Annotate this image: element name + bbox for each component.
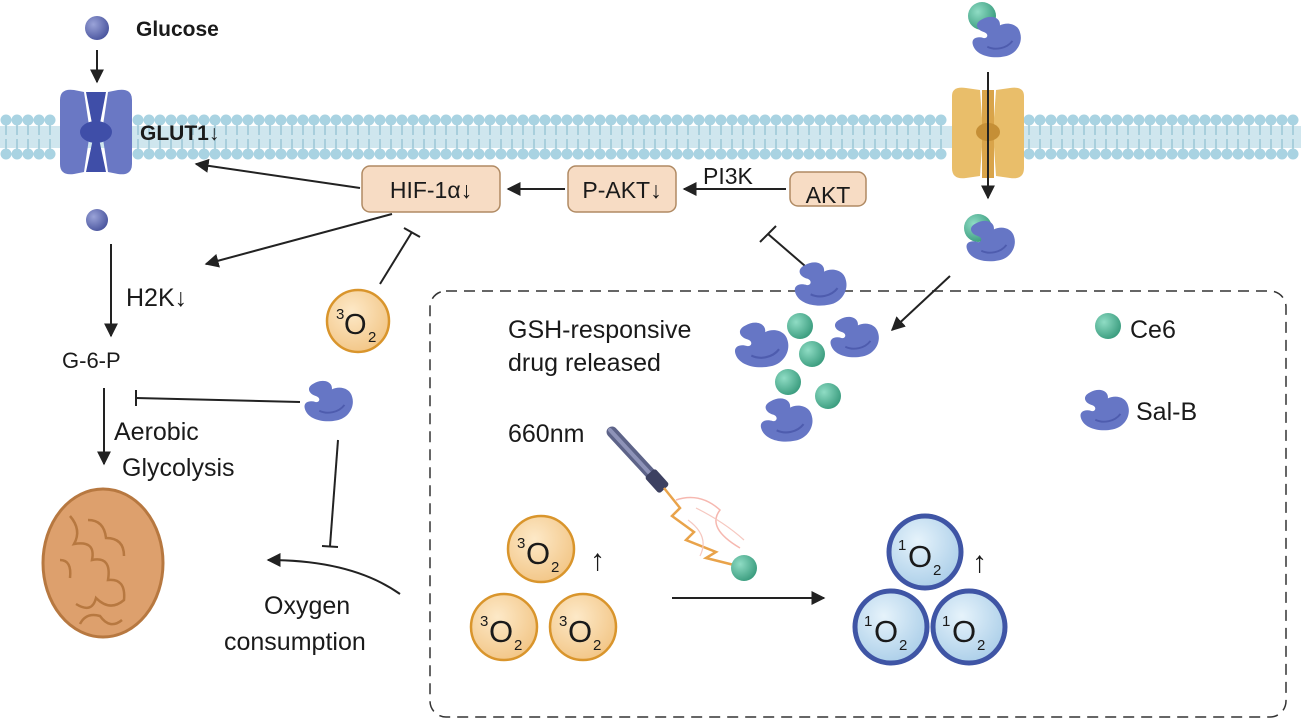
inhibit-salb-to-akt xyxy=(759,225,813,273)
released-drug-cluster xyxy=(733,261,881,443)
svg-text:2: 2 xyxy=(977,637,985,654)
glucose-molecule-internal xyxy=(86,209,108,231)
tumor-region-dashed-box xyxy=(429,290,1287,718)
triplet-oxygen-right: 3 O 2 xyxy=(548,592,618,662)
salb-molecule-outside xyxy=(971,15,1022,59)
svg-text:O: O xyxy=(526,536,550,571)
svg-text:3: 3 xyxy=(517,535,525,552)
svg-text:1: 1 xyxy=(942,613,950,630)
svg-text:O: O xyxy=(489,614,513,649)
triplet-oxygen-upper: 3 O 2 xyxy=(325,288,391,354)
glucose-label: Glucose xyxy=(136,18,219,41)
consumption-label: consumption xyxy=(224,628,366,656)
singlet-oxygen-top: 1 O 2 xyxy=(886,513,964,591)
gsh-label-line2: drug released xyxy=(508,349,661,377)
triplet-up-arrow: ↑ xyxy=(590,544,605,577)
mitochondrion xyxy=(41,487,165,639)
svg-text:O: O xyxy=(908,539,932,574)
glut1-label: GLUT1↓ xyxy=(140,122,219,145)
glut1-transporter xyxy=(60,89,132,175)
wavelength-label: 660nm xyxy=(508,420,584,448)
salb-molecule-middle xyxy=(303,379,354,423)
legend-ce6-label: Ce6 xyxy=(1130,316,1176,344)
svg-text:2: 2 xyxy=(593,637,601,654)
legend-ce6-icon xyxy=(1095,313,1121,339)
inhibit-salb-to-oxygen xyxy=(321,439,339,548)
inhibit-salb-to-g6p xyxy=(135,390,301,406)
svg-text:2: 2 xyxy=(514,637,522,654)
arrow-hif-to-h2k xyxy=(204,213,393,268)
svg-text:2: 2 xyxy=(551,559,559,576)
arrow-to-release xyxy=(890,275,951,331)
glucose-molecule xyxy=(85,16,109,40)
akt-label: AKT xyxy=(806,182,851,208)
svg-text:1: 1 xyxy=(898,537,906,554)
h2k-label: H2K↓ xyxy=(126,284,187,312)
oxygen-label: Oxygen xyxy=(264,592,350,620)
arrow-hif-to-glut1 xyxy=(194,158,361,189)
akt-box: AKT xyxy=(789,171,867,208)
svg-text:O: O xyxy=(952,614,976,649)
svg-text:O: O xyxy=(874,614,898,649)
pi3k-label: PI3K xyxy=(703,163,754,189)
legend-salb-label: Sal-B xyxy=(1136,398,1197,426)
svg-text:1: 1 xyxy=(864,613,872,630)
g6p-label: G-6-P xyxy=(62,348,121,373)
inhibit-o2-to-hif xyxy=(379,227,421,285)
legend-salb-icon xyxy=(1079,388,1130,432)
glycolysis-label: Glycolysis xyxy=(122,454,235,482)
svg-text:3: 3 xyxy=(336,306,344,323)
arrow-oxygen-to-mito xyxy=(266,553,401,595)
hif-box: HIF-1α↓ xyxy=(361,165,501,213)
hif-label: HIF-1α↓ xyxy=(390,177,472,203)
svg-text:2: 2 xyxy=(899,637,907,654)
svg-text:O: O xyxy=(568,614,592,649)
svg-text:2: 2 xyxy=(368,329,376,346)
singlet-oxygen-right: 1 O 2 xyxy=(930,588,1008,666)
svg-text:3: 3 xyxy=(559,613,567,630)
pakt-label: P-AKT↓ xyxy=(582,177,661,203)
svg-text:3: 3 xyxy=(480,613,488,630)
singlet-up-arrow: ↑ xyxy=(972,546,987,579)
gsh-label-line1: GSH-responsive xyxy=(508,316,691,344)
aerobic-label: Aerobic xyxy=(114,418,199,446)
ce6-molecule-activated xyxy=(731,555,757,581)
singlet-oxygen-left: 1 O 2 xyxy=(852,588,930,666)
svg-text:2: 2 xyxy=(933,562,941,579)
laser-fiber xyxy=(606,426,745,568)
triplet-oxygen-top: 3 O 2 xyxy=(506,514,576,584)
svg-text:O: O xyxy=(344,309,367,341)
pakt-box: P-AKT↓ xyxy=(567,165,677,213)
triplet-oxygen-left: 3 O 2 xyxy=(469,592,539,662)
